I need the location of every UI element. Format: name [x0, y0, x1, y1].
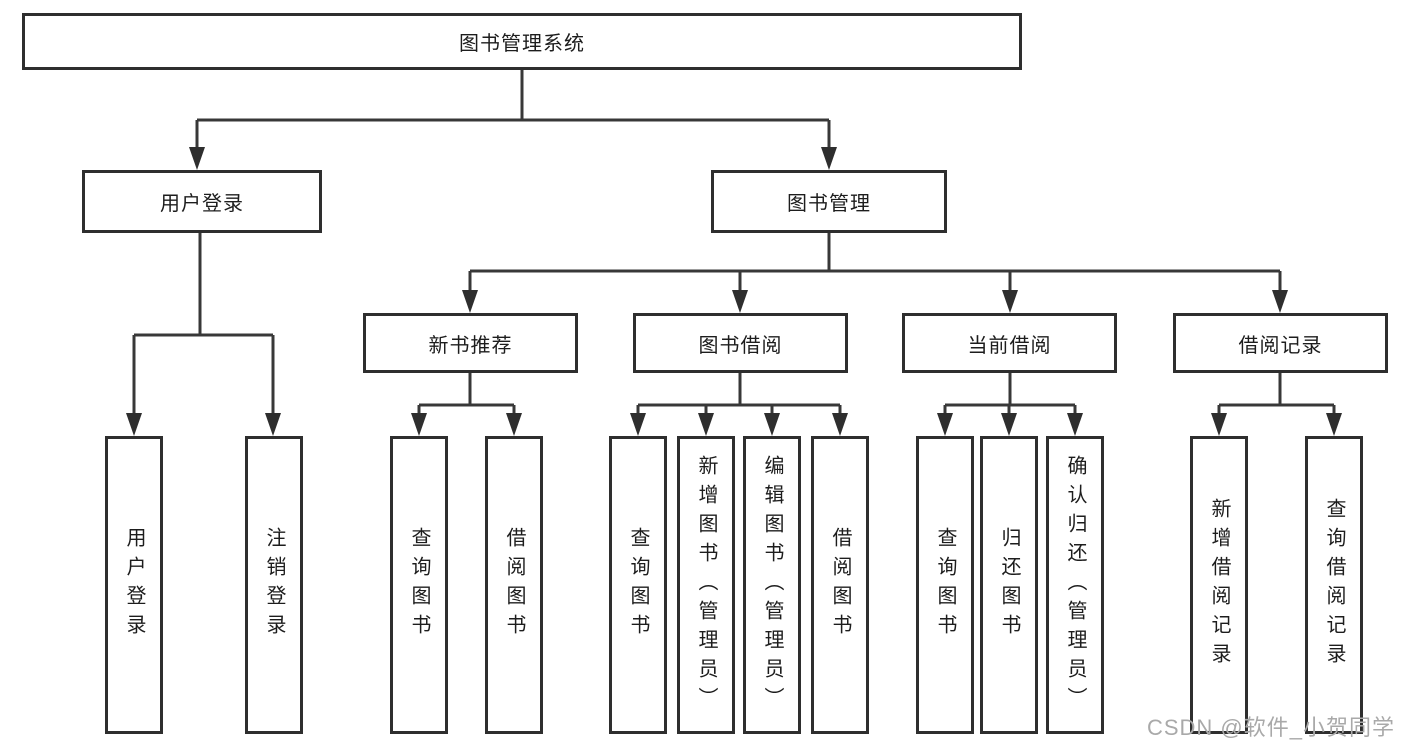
leaf-bb-add-book-admin: 新增图书（管理员）: [677, 436, 735, 734]
leaf-nb-borrow-book-label: 借阅图书: [503, 527, 525, 643]
leaf-user-login-label: 用户登录: [123, 527, 145, 643]
leaf-bb-edit-book-admin-label: 编辑图书（管理员）: [761, 454, 783, 716]
leaf-cb-return-book: 归还图书: [980, 436, 1038, 734]
node-new-book-recommend-label: 新书推荐: [428, 334, 513, 357]
leaf-br-add-record-label: 新增借阅记录: [1208, 498, 1230, 672]
leaf-bb-query-book: 查询图书: [609, 436, 667, 734]
node-book-management-label: 图书管理: [787, 193, 871, 215]
leaf-bb-edit-book-admin: 编辑图书（管理员）: [743, 436, 801, 734]
leaf-logout: 注销登录: [245, 436, 303, 734]
leaf-nb-query-book: 查询图书: [390, 436, 448, 734]
arrowheads: [126, 147, 1342, 436]
leaf-bb-borrow-book-label: 借阅图书: [829, 527, 851, 643]
node-root-label: 图书管理系统: [459, 33, 585, 55]
node-book-borrow: 图书借阅: [633, 313, 848, 373]
node-new-book-recommend: 新书推荐: [363, 313, 578, 373]
node-book-borrow-label: 图书借阅: [698, 334, 783, 357]
leaf-nb-borrow-book: 借阅图书: [485, 436, 543, 734]
leaf-cb-confirm-return-admin: 确认归还（管理员）: [1046, 436, 1104, 734]
node-borrow-record-label: 借阅记录: [1238, 334, 1323, 357]
leaf-nb-query-book-label: 查询图书: [408, 527, 430, 643]
leaf-bb-add-book-admin-label: 新增图书（管理员）: [695, 454, 717, 716]
leaf-bb-borrow-book: 借阅图书: [811, 436, 869, 734]
node-root: 图书管理系统: [22, 13, 1022, 70]
leaf-cb-confirm-return-admin-label: 确认归还（管理员）: [1064, 454, 1086, 716]
leaf-logout-label: 注销登录: [263, 527, 285, 643]
leaf-bb-query-book-label: 查询图书: [627, 527, 649, 643]
node-current-borrow-label: 当前借阅: [967, 334, 1052, 357]
node-user-login-label: 用户登录: [160, 193, 244, 215]
leaf-cb-query-book: 查询图书: [916, 436, 974, 734]
leaf-cb-return-book-label: 归还图书: [998, 527, 1020, 643]
node-user-login: 用户登录: [82, 170, 322, 233]
node-current-borrow: 当前借阅: [902, 313, 1117, 373]
csdn-watermark: CSDN @软件_小贺同学: [1146, 715, 1395, 740]
node-book-management: 图书管理: [711, 170, 947, 233]
leaf-br-query-record-label: 查询借阅记录: [1323, 498, 1345, 672]
leaf-cb-query-book-label: 查询图书: [934, 527, 956, 643]
leaf-br-add-record: 新增借阅记录: [1190, 436, 1248, 734]
leaf-user-login: 用户登录: [105, 436, 163, 734]
leaf-br-query-record: 查询借阅记录: [1305, 436, 1363, 734]
node-borrow-record: 借阅记录: [1173, 313, 1388, 373]
